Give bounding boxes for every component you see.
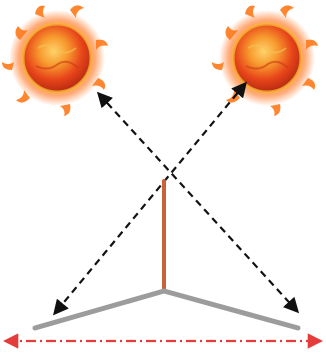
shadow-left [35,291,164,328]
shadow-right [164,291,298,328]
light-ray-right-sun [55,84,245,313]
sun-icon-right [212,5,318,116]
light-ray-left-sun [99,94,297,311]
sun-icon-left [2,5,108,116]
